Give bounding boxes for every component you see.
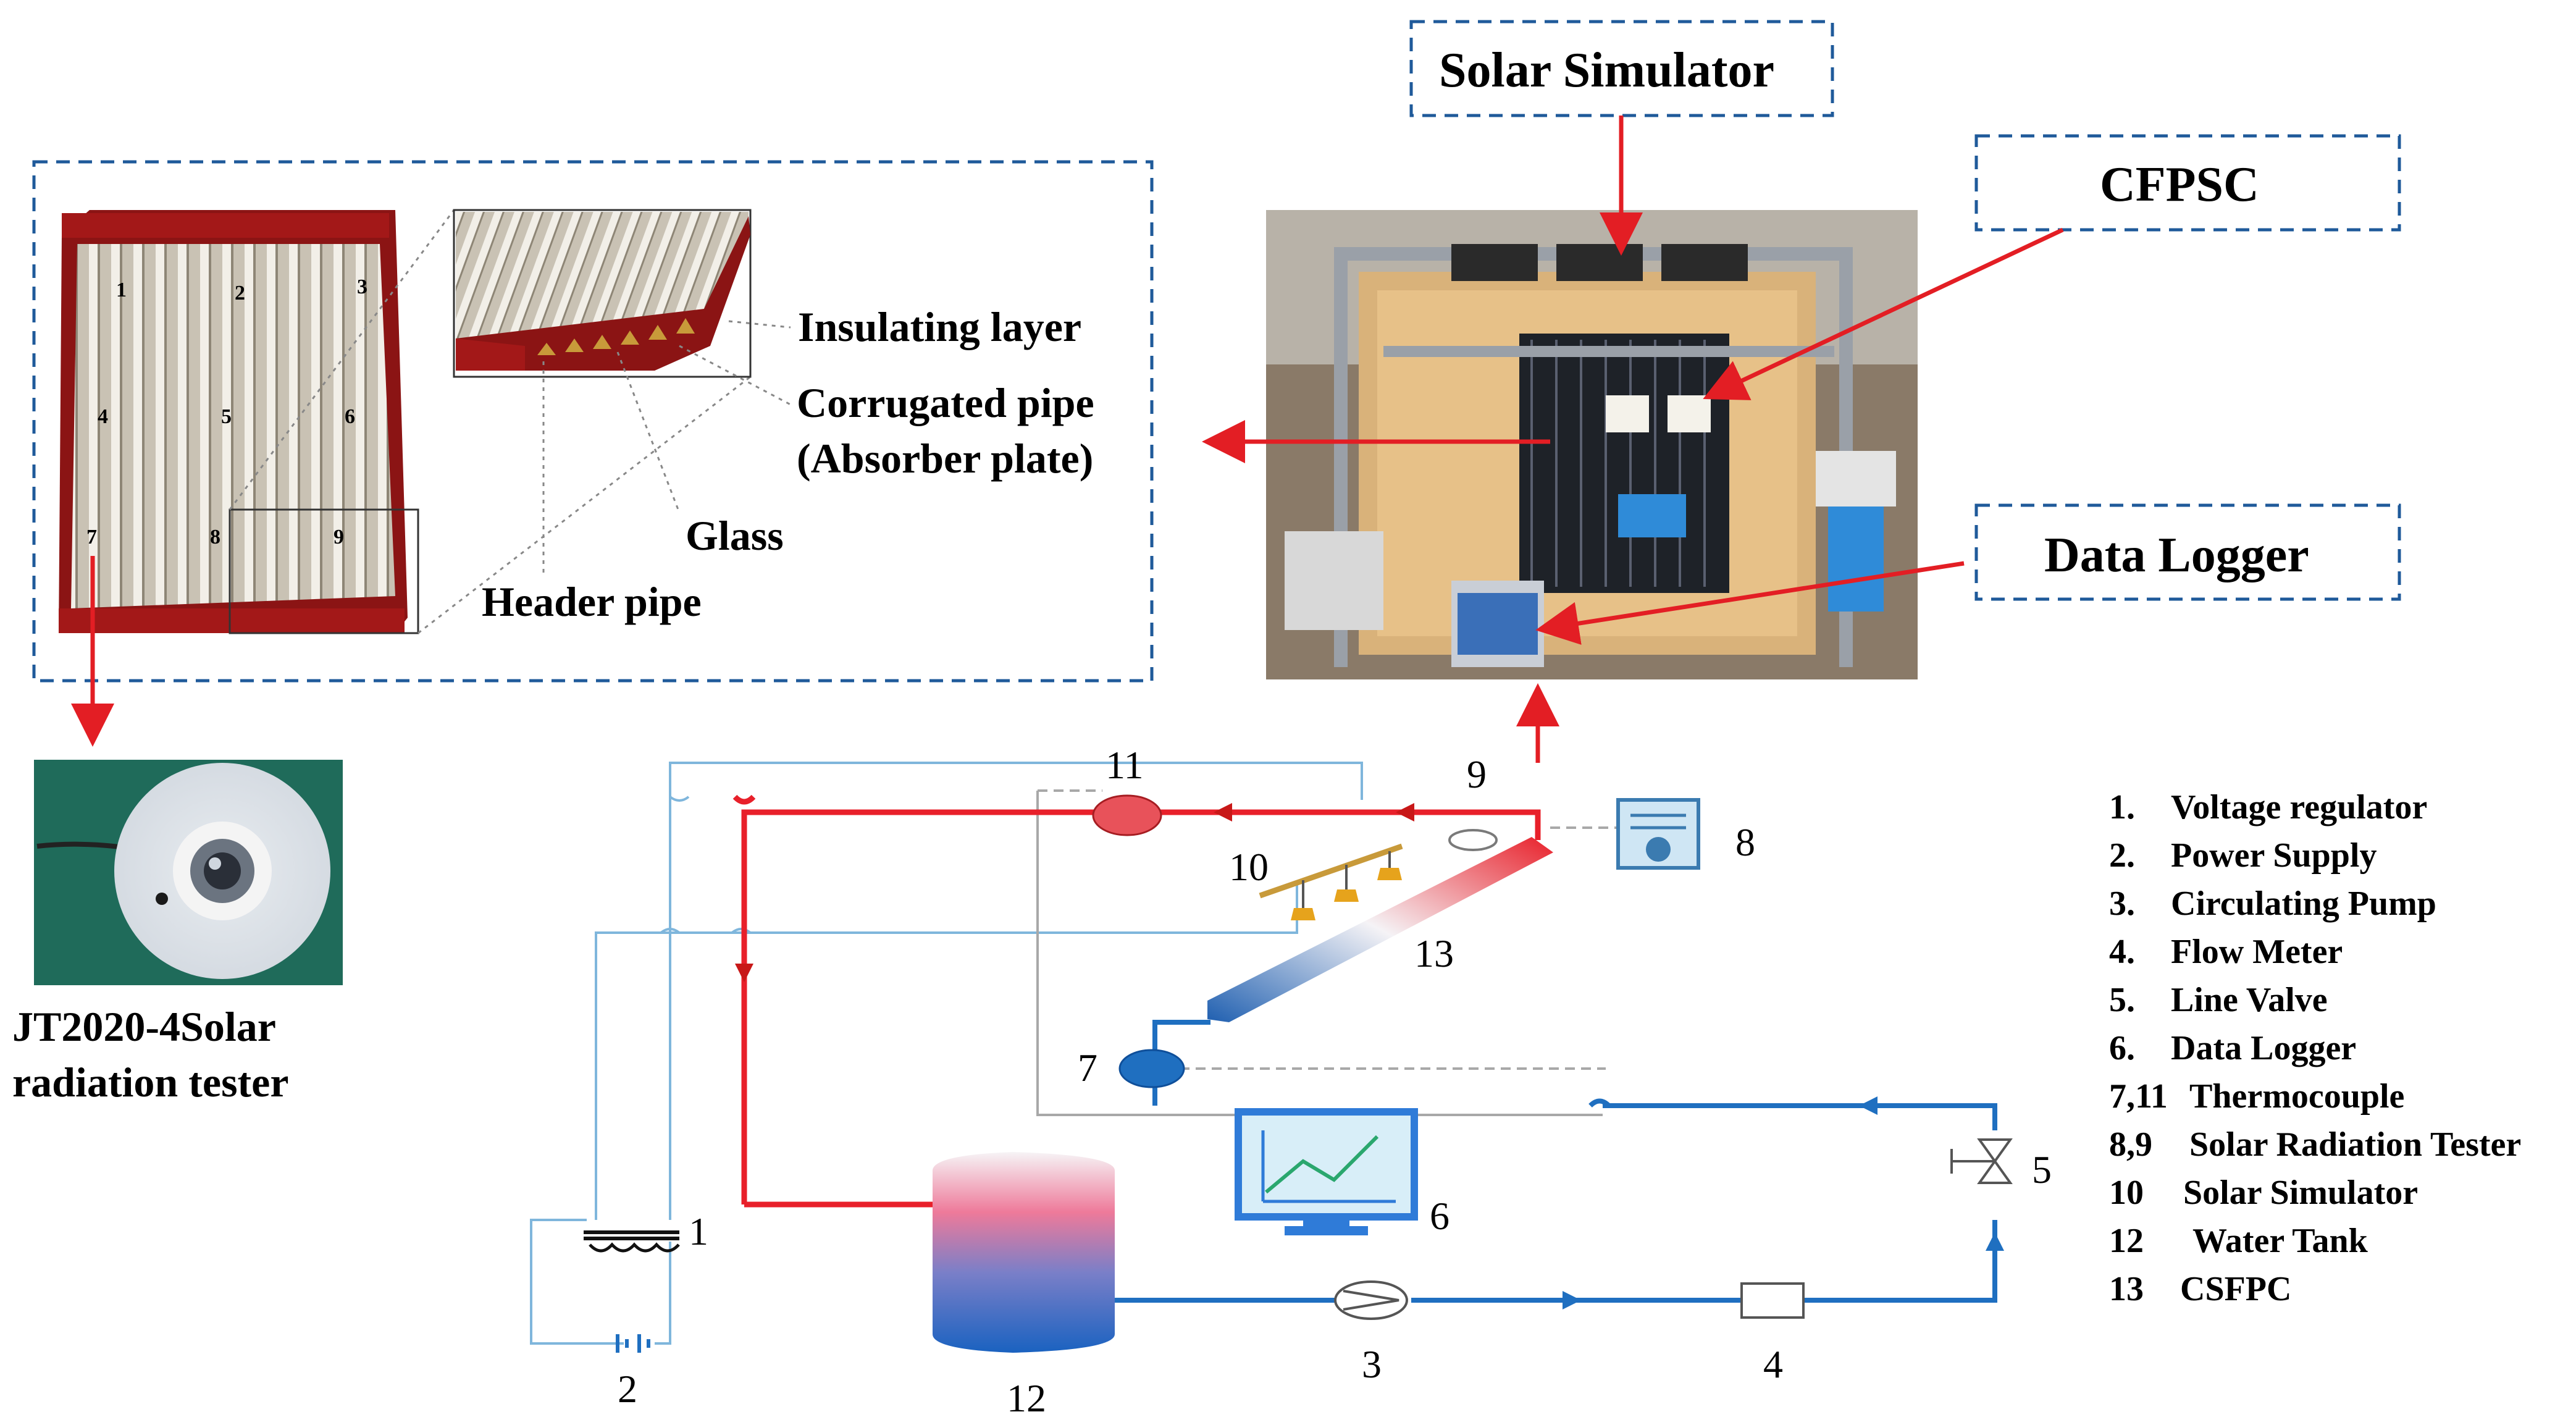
legend-num-9: 10 — [2109, 1174, 2144, 1212]
component-number-3: 3 — [1362, 1342, 1382, 1386]
line-valve-5 — [1950, 1138, 2013, 1184]
panel-point-4: 4 — [98, 405, 108, 428]
component-number-6: 6 — [1430, 1194, 1450, 1238]
legend-text-4: Flow Meter — [2171, 933, 2343, 971]
legend-text-1: Voltage regulator — [2171, 788, 2427, 826]
panel-point-6: 6 — [345, 405, 355, 428]
data-logger-6 — [1235, 1108, 1418, 1235]
legend-num-5: 5. — [2109, 981, 2135, 1019]
glass-label: Glass — [686, 512, 784, 559]
legend-text-7: Thermocouple — [2189, 1077, 2404, 1116]
solar-simulator-10 — [1259, 843, 1403, 920]
legend-num-4: 4. — [2109, 933, 2135, 971]
component-number-10: 10 — [1229, 845, 1269, 889]
component-number-2: 2 — [618, 1367, 637, 1411]
legend-text-2: Power Supply — [2171, 836, 2377, 875]
legend-text-10: Water Tank — [2192, 1222, 2368, 1260]
panel-point-5: 5 — [221, 405, 232, 428]
legend-num-6: 6. — [2109, 1029, 2135, 1067]
component-number-1: 1 — [689, 1209, 708, 1253]
tester-caption-2: radiation tester — [12, 1059, 289, 1106]
legend-text-9: Solar Simulator — [2183, 1174, 2418, 1212]
panel-point-3: 3 — [357, 275, 367, 298]
panel-point-8: 8 — [210, 526, 220, 549]
hot-water-line — [741, 809, 1541, 1204]
solar-simulator-box — [1409, 20, 1834, 117]
legend-text-6: Data Logger — [2171, 1029, 2356, 1067]
component-number-11: 11 — [1105, 743, 1144, 787]
absorber-plate-label: (Absorber plate) — [797, 435, 1093, 482]
header-pipe-label: Header pipe — [482, 578, 702, 625]
collector-gradient — [1207, 837, 1553, 1022]
legend-num-8: 8,9 — [2109, 1125, 2152, 1164]
collector-panel-drawing — [59, 210, 408, 633]
water-tank-12 — [933, 1152, 1115, 1353]
legend-num-3: 3. — [2109, 885, 2135, 923]
solar-simulator-title: Solar Simulator — [1439, 43, 1774, 98]
legend: 1. Voltage regulator 2. Power Supply 3. … — [2109, 788, 2521, 1308]
tester-caption-1: JT2020-4Solar — [12, 1003, 276, 1050]
power-supply-2 — [616, 1334, 650, 1353]
data-logger-title: Data Logger — [2044, 528, 2309, 582]
logger-wires — [1038, 789, 1618, 1070]
legend-num-11: 13 — [2109, 1270, 2144, 1308]
component-number-8: 8 — [1735, 820, 1755, 864]
radiation-tester-photo — [34, 760, 343, 985]
corrugated-pipe-label: Corrugated pipe — [797, 379, 1094, 426]
thermocouple-11 — [1092, 794, 1162, 836]
component-number-5: 5 — [2032, 1148, 2052, 1192]
panel-point-7: 7 — [86, 526, 97, 549]
collector-detail-box — [32, 160, 1154, 683]
legend-num-1: 1. — [2109, 788, 2135, 826]
legend-text-11: CSFPC — [2180, 1270, 2291, 1308]
radiation-sensor-9 — [1448, 829, 1498, 851]
component-number-4: 4 — [1763, 1342, 1783, 1386]
legend-text-3: Circulating Pump — [2171, 885, 2436, 923]
flow-meter-4 — [1740, 1282, 1805, 1319]
setup-photo — [1266, 210, 1918, 679]
data-logger-box — [1974, 503, 2401, 601]
zoom-region — [229, 508, 419, 634]
collector-zoom-drawing — [453, 209, 752, 378]
signal-wires — [530, 762, 1363, 1345]
component-number-7: 7 — [1078, 1046, 1097, 1090]
component-number-12: 12 — [1007, 1376, 1046, 1420]
legend-num-2: 2. — [2109, 836, 2135, 875]
cfpsc-box — [1974, 134, 2401, 232]
cfpsc-title: CFPSC — [2100, 158, 2259, 212]
insulating-layer-label: Insulating layer — [798, 303, 1081, 350]
component-number-13: 13 — [1414, 931, 1454, 975]
circulating-pump-3 — [1334, 1280, 1408, 1320]
component-number-9: 9 — [1467, 752, 1487, 796]
panel-point-1: 1 — [116, 279, 127, 301]
legend-text-8: Solar Radiation Tester — [2189, 1125, 2521, 1164]
panel-point-9: 9 — [334, 526, 344, 549]
legend-num-7: 7,11 — [2109, 1077, 2168, 1116]
voltage-regulator-1 — [584, 1230, 680, 1253]
legend-text-5: Line Valve — [2171, 981, 2328, 1019]
legend-num-10: 12 — [2109, 1222, 2144, 1260]
panel-point-2: 2 — [235, 282, 245, 305]
radiation-tester-8 — [1616, 798, 1700, 870]
thermocouple-7 — [1118, 1049, 1185, 1088]
